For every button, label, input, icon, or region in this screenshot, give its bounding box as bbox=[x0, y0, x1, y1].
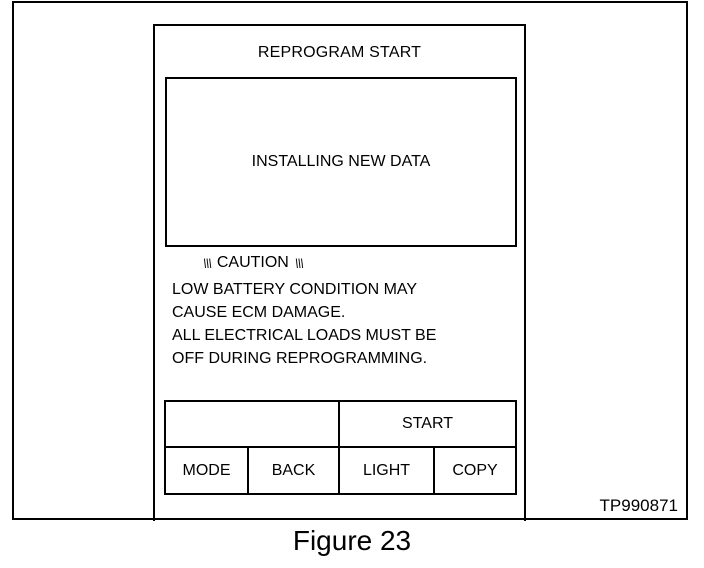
softkey-row-top: START bbox=[166, 402, 515, 448]
copy-button[interactable]: COPY bbox=[452, 461, 498, 479]
start-button[interactable]: START bbox=[402, 415, 453, 432]
caution-line: CAUSE ECM DAMAGE. bbox=[172, 304, 346, 321]
back-button[interactable]: BACK bbox=[249, 448, 340, 493]
scan-tool-device: REPROGRAM START INSTALLING NEW DATA \\\ … bbox=[153, 24, 526, 521]
status-message: INSTALLING NEW DATA bbox=[251, 153, 431, 170]
light-button[interactable]: LIGHT bbox=[340, 448, 435, 493]
caution-heading: \\\ CAUTION \\\ bbox=[203, 254, 304, 272]
mode-button[interactable]: MODE bbox=[166, 448, 249, 493]
figure-caption: Figure 23 bbox=[292, 525, 412, 556]
status-display: INSTALLING NEW DATA bbox=[165, 77, 517, 247]
caution-line: LOW BATTERY CONDITION MAY bbox=[172, 281, 418, 298]
caution-left-icon: \\\ bbox=[203, 255, 212, 271]
caution-right-icon: \\\ bbox=[294, 255, 304, 271]
blank-softkey[interactable] bbox=[166, 402, 340, 446]
caution-line: ALL ELECTRICAL LOADS MUST BE bbox=[172, 327, 437, 344]
figure-frame bbox=[12, 1, 688, 520]
caution-label: CAUTION bbox=[216, 254, 289, 271]
softkey-row-bottom: MODE BACK LIGHT COPY bbox=[166, 448, 515, 493]
screen-title: REPROGRAM START bbox=[257, 44, 422, 61]
caution-message: LOW BATTERY CONDITION MAY CAUSE ECM DAMA… bbox=[172, 278, 436, 370]
reference-code: TP990871 bbox=[599, 496, 678, 515]
softkey-panel: START MODE BACK LIGHT COPY bbox=[164, 400, 517, 495]
caution-line: OFF DURING REPROGRAMMING. bbox=[172, 350, 428, 367]
